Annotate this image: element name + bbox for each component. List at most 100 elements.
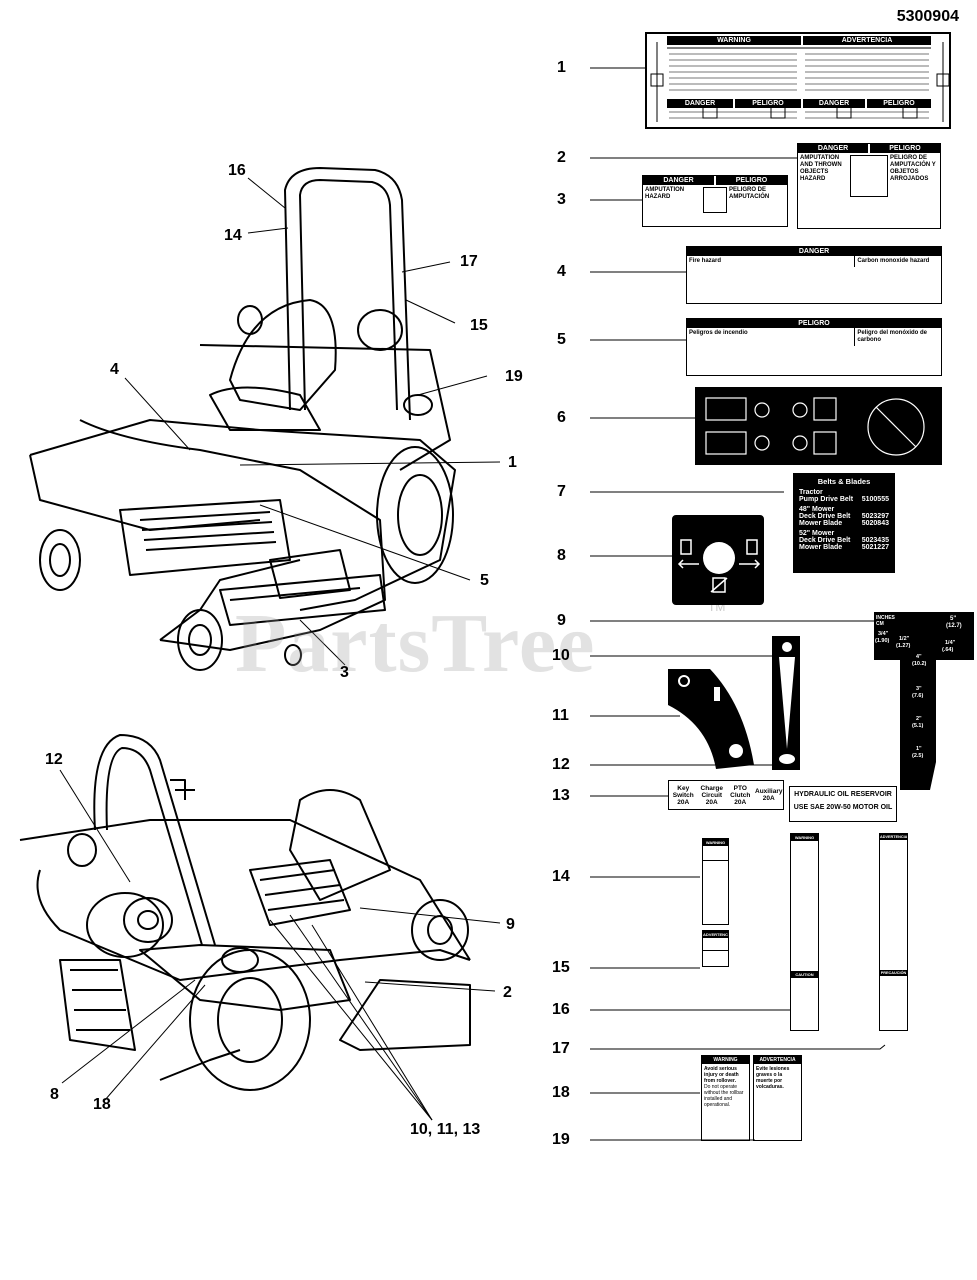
callout-2: 2: [503, 984, 512, 1001]
decal-1-advertencia-header: ADVERTENCIA: [803, 36, 931, 45]
gauge-1-2-cm: (1.27): [896, 643, 911, 649]
deck52-belt-part: 5023435: [861, 537, 889, 544]
gauge-1in-cm: (2.5): [912, 753, 924, 759]
decal-15-advertencia-strip: ADVERTENCIA: [702, 930, 729, 967]
decal-2-amputation-thrown-objects: DANGER PELIGRO AMPUTATION AND THROWN OBJ…: [797, 143, 941, 229]
fuse-label-3b: Clutch: [730, 791, 751, 799]
right-callout-5: 5: [557, 331, 566, 348]
fuse-label-4b: Auxiliary: [755, 788, 783, 795]
rollover-line-4: Do not operate: [704, 1084, 738, 1090]
decal-14-warning-strip: WARNING: [702, 838, 729, 925]
decal-11-curved-control: [668, 669, 754, 769]
decal-3-amputation: DANGER PELIGRO AMPUTATION HAZARD PELIGRO…: [642, 175, 788, 227]
gauge-5in: 5": [950, 616, 957, 622]
rollover-es-line-3: muerte por: [756, 1078, 783, 1084]
right-callout-3: 3: [557, 191, 566, 208]
fuse-label-2b: Circuit: [701, 791, 723, 799]
rollover-es-line-2: graves o la: [756, 1072, 783, 1078]
gauge-3in: 3": [916, 686, 922, 692]
decal-1-warning-header: WARNING: [667, 36, 801, 45]
right-callout-17: 17: [552, 1040, 570, 1057]
fuse-auxiliary: Auxiliary 20A: [755, 781, 784, 809]
decal-3-peligro-header: PELIGRO: [716, 176, 787, 185]
rollover-es-line-1: Evite lesiones: [756, 1066, 790, 1072]
deck52-belt-label: Deck Drive Belt: [799, 537, 851, 544]
decal-5-co-hazard: Peligro del monóxido de carbono: [854, 328, 941, 346]
gauge-4in: 4": [916, 654, 922, 660]
hydraulic-sub: USE SAE 20W-50 MOTOR OIL: [793, 804, 893, 811]
fuse-amp-2: 20A: [705, 798, 718, 806]
deck48-belt-part: 5023297: [861, 513, 889, 520]
document-id: 5300904: [896, 8, 959, 25]
decal-8-fuel-selector: [672, 515, 764, 605]
decal-3-danger-header: DANGER: [643, 176, 714, 185]
decal-5-fire-co-peligro: PELIGRO Peligros de incendio Peligro del…: [686, 318, 942, 376]
belts-mower52-heading: 52" Mower: [799, 530, 835, 537]
decal-17-advertencia-header: ADVERTENCIA: [880, 834, 908, 840]
right-callout-18: 18: [552, 1084, 570, 1101]
decal-15-advertencia-header: ADVERTENCIA: [703, 931, 728, 938]
rollover-line-7: operational.: [704, 1102, 731, 1108]
gauge-1-2: 1/2": [899, 636, 910, 642]
cut-height-gauge-shape: [874, 612, 974, 790]
watermark: PartsTree: [235, 597, 596, 690]
fuse-amp-1: 20A: [677, 798, 690, 806]
decal-4-co-hazard: Carbon monoxide hazard: [854, 256, 941, 267]
right-callout-16: 16: [552, 1001, 570, 1018]
fuse-label-2a: Charge: [700, 784, 723, 792]
decal-5-peligro-header: PELIGRO: [687, 319, 941, 328]
callout-10-11-13: 10, 11, 13: [410, 1121, 481, 1138]
decal-16-caution-header: CAUTION: [791, 971, 818, 978]
decal-2-title-en: AMPUTATION AND THROWN OBJECTS HAZARD: [800, 155, 842, 182]
decal-1-danger-header: DANGER: [667, 99, 733, 108]
decal-14-pictogram: [703, 846, 728, 861]
right-callout-19: 19: [552, 1131, 570, 1148]
right-callout-15: 15: [552, 959, 570, 976]
right-callout-1: 1: [557, 59, 566, 76]
decal-2-danger-header: DANGER: [798, 144, 868, 153]
fuel-selector-graphic: [677, 539, 761, 593]
right-callout-12: 12: [552, 756, 570, 773]
callout-17: 17: [460, 253, 478, 270]
right-callout-6: 6: [557, 409, 566, 426]
decal-3-title-en: AMPUTATION HAZARD: [645, 187, 685, 200]
pump-belt-part: 5100555: [861, 496, 889, 503]
fuse-label-1b: Switch: [672, 791, 694, 799]
right-callout-10: 10: [552, 647, 570, 664]
hydraulic-title: HYDRAULIC OIL RESERVOIR: [794, 791, 892, 798]
decal-6-mow-pictogram: [695, 387, 942, 465]
rollover-line-5: without the rollbar: [704, 1090, 744, 1096]
belts-tractor-heading: Tractor: [799, 489, 823, 496]
callout-19: 19: [505, 368, 523, 385]
decal-16-warning-header: WARNING: [791, 834, 818, 841]
right-callout-4: 4: [557, 263, 566, 280]
decal-19-rollover-advertencia: ADVERTENCIA Evite lesiones graves o la m…: [753, 1055, 802, 1141]
decal-1-pictograms: [650, 42, 949, 122]
decal-2-hand-pictogram: [850, 155, 888, 197]
gauge-cm: CM: [876, 621, 884, 627]
decal-2-peligro-header: PELIGRO: [870, 144, 940, 153]
decal-17-advertencia-precaucion-strip: ADVERTENCIA PRECAUCIÓN: [879, 833, 908, 1031]
decal-10-throttle-strip: [772, 636, 800, 770]
decal-13-fuse-chart: Key Switch 20A Charge Circuit 20A PTO Cl…: [668, 780, 784, 810]
decal-15-pictogram: [703, 938, 728, 951]
fuse-key-switch: Key Switch 20A: [669, 781, 698, 809]
fuse-label-1a: Key: [677, 784, 690, 792]
right-callout-2: 2: [557, 149, 566, 166]
callout-1: 1: [508, 454, 517, 471]
decal-2-title-es: PELIGRO DE AMPUTACIÓN Y OBJETOS ARROJADO…: [890, 155, 936, 182]
right-callout-9: 9: [557, 612, 566, 629]
gauge-1-4: 1/4": [945, 640, 956, 646]
blade48-part: 5020843: [861, 520, 889, 527]
rollover-line-1: Avoid serious: [704, 1066, 737, 1072]
callout-8: 8: [50, 1086, 59, 1103]
decal-14-warning-header: WARNING: [703, 839, 728, 846]
fuse-amp-3: 20A: [734, 798, 747, 806]
decal-4-fire-co-danger: DANGER Fire hazard Carbon monoxide hazar…: [686, 246, 942, 304]
decal-5-fire-hazard: Peligros de incendio: [689, 330, 748, 336]
decal-1-operation-warning: WARNING ADVERTENCIA DANGER PELIGRO DANGE…: [645, 32, 951, 129]
decal-6-pictograms: [705, 397, 925, 456]
callout-5: 5: [480, 572, 489, 589]
decal-19-advertencia-header: ADVERTENCIA: [754, 1056, 801, 1064]
decal-16-warning-caution-strip: WARNING CAUTION: [790, 833, 819, 1031]
